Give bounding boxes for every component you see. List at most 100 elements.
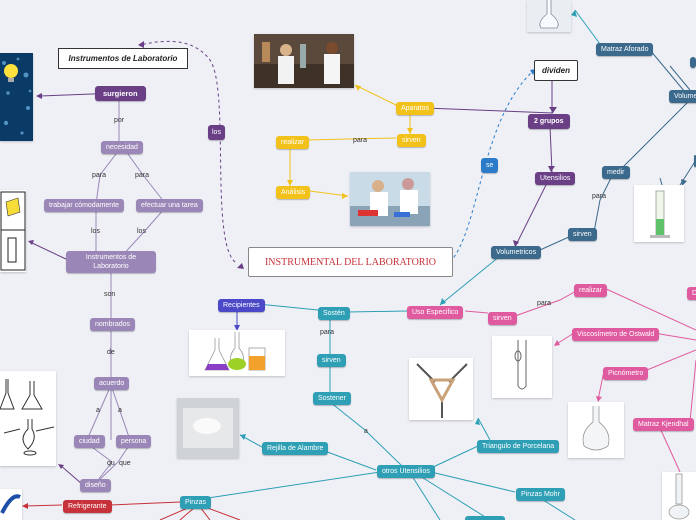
node-sirven-blue[interactable]: sirven (568, 228, 597, 241)
word-para-2: para (135, 172, 150, 179)
node-otros-utensilios[interactable]: otros Utensilios (377, 465, 435, 478)
node-pinzas-mohr[interactable]: Pinzas Mohr (516, 488, 565, 501)
dashed-center-dividen (449, 69, 535, 263)
node-diseno[interactable]: diseño (80, 479, 111, 492)
lightbulb-image (0, 53, 33, 141)
dashed-center-instrumentos (139, 40, 236, 263)
line-visco-right (653, 332, 696, 341)
node-medir[interactable]: medir (602, 166, 630, 179)
line-aparatos-image (354, 84, 399, 107)
word-a-1: a (96, 407, 100, 414)
graduated-cylinder-image (634, 185, 684, 242)
line-sirven-realizar-p (514, 289, 579, 317)
node-efectuar[interactable]: efectuar una tarea (136, 199, 203, 212)
line-sostener-otros (329, 401, 403, 467)
lab-workers-image (254, 34, 354, 88)
word-para-soston: para (320, 329, 335, 336)
triangle-image (409, 358, 473, 420)
node-necesidad[interactable]: necesidad (101, 141, 143, 154)
word-a-otros: a (364, 428, 368, 435)
instrumentos-box[interactable]: Instrumentos de Laboratorio (58, 48, 188, 69)
line-kjendhal-image (659, 427, 681, 473)
node-volumetricos[interactable]: Volumetricos (491, 246, 542, 259)
node-right-partial-2[interactable] (694, 155, 696, 167)
node-de-partial[interactable]: De (687, 287, 696, 300)
dividen-box[interactable]: dividen (534, 60, 578, 81)
node-viscosimetro[interactable]: Viscosímetro de Ostwald (572, 328, 660, 341)
node-matraz-kjendhal[interactable]: Matraz Kjendhal (633, 418, 694, 431)
node-acuerdo[interactable]: acuerdo (94, 377, 130, 390)
node-ciudad[interactable]: ciudad (74, 435, 105, 448)
node-refrigerante[interactable]: Refrigerante (63, 500, 112, 513)
line-matraz-image (574, 9, 601, 45)
word-para-1: para (92, 172, 107, 179)
node-aparatos[interactable]: Aparatos (396, 102, 435, 115)
instr-lab-line-2: Laboratorio (93, 263, 129, 270)
node-picnometro[interactable]: Picnómetro (603, 367, 649, 380)
node-rejilla[interactable]: Rejilla de Alambre (262, 442, 329, 455)
node-realizar-yellow[interactable]: realizar (276, 136, 309, 149)
analysis-image (350, 172, 430, 226)
flasks-drawing-image (0, 371, 56, 466)
line-medir-volume (619, 99, 691, 171)
line-otros-triangulo (430, 445, 479, 469)
line-ciudad-diseno (87, 443, 113, 485)
word-qu: qu (107, 460, 115, 467)
line-instr-image (29, 241, 69, 261)
word-son: son (104, 291, 116, 298)
line-acuerdo-persona (110, 384, 131, 441)
kjeldahl-flask-image (662, 472, 696, 520)
line-otros-rejilla (321, 449, 377, 471)
node-instrumentos-laboratorio[interactable]: Instrumentos de Laboratorio (66, 251, 156, 273)
node-bottom-partial[interactable] (465, 516, 505, 520)
node-uso-especifico[interactable]: Uso Especifico (407, 306, 464, 319)
central-topic[interactable]: INSTRUMENTAL DEL LABORATORIO (248, 247, 453, 277)
line-acuerdo-ciudad (86, 384, 112, 441)
node-nombrados[interactable]: nombrados (90, 318, 136, 331)
line-efectuar-instr (119, 207, 166, 259)
line-grupos-aparatos (424, 107, 554, 114)
node-realizar-pink[interactable]: realizar (574, 284, 607, 297)
node-2-grupos[interactable]: 2 grupos (528, 114, 570, 129)
node-los-bubble[interactable]: los (208, 125, 225, 140)
node-sirven-yellow[interactable]: sirven (397, 134, 426, 147)
node-recipientes[interactable]: Recipientes (218, 299, 265, 312)
line-pinzas-refrigerante (109, 501, 181, 506)
node-sirven-teal[interactable]: sirven (317, 354, 346, 367)
notebook-image (0, 190, 26, 272)
line-refrigerante-image (23, 504, 63, 507)
line-triangulo-image (477, 417, 491, 441)
node-surgieron[interactable]: surgieron (95, 86, 146, 101)
line-volume-up (669, 65, 691, 91)
word-que: que (119, 460, 131, 467)
line-sirven-medir (593, 169, 616, 233)
line-medir-img (659, 177, 663, 186)
node-trabajar[interactable]: trabajar cómodamente (44, 199, 125, 212)
node-right-partial-1[interactable] (690, 57, 696, 68)
beakers-image (189, 330, 285, 376)
viscometer-image (492, 336, 552, 398)
word-los-2: los (137, 228, 146, 235)
node-analisis[interactable]: Análisis (276, 186, 311, 199)
word-para-pink: para (537, 300, 552, 307)
line-picno-right (641, 349, 696, 373)
node-se[interactable]: se (481, 158, 499, 173)
pycnometer-image (568, 402, 624, 458)
node-volume-partial[interactable]: Volume (669, 90, 696, 103)
node-sirven-pink[interactable]: sirven (488, 312, 517, 325)
node-sostener[interactable]: Sostener (313, 392, 352, 405)
line-utensilios-volumetricos (514, 180, 549, 248)
node-utensilios[interactable]: Utensilios (535, 172, 576, 185)
line-uso-sirven (464, 310, 489, 314)
node-triangulo[interactable]: Triangulo de Porcelana (477, 440, 560, 453)
line-volumetricos-uso (439, 255, 501, 306)
node-persona[interactable]: persona (116, 435, 152, 448)
line-otros-pinzas (207, 471, 381, 499)
word-de: de (107, 349, 115, 356)
node-pinzas[interactable]: Pinzas (180, 496, 212, 509)
word-por: por (114, 117, 125, 124)
node-matraz-aforado[interactable]: Matraz Aforado (596, 43, 654, 56)
wire-gauze-image (177, 398, 239, 458)
word-los-1: los (91, 228, 100, 235)
node-soston[interactable]: Sostén (318, 307, 350, 320)
